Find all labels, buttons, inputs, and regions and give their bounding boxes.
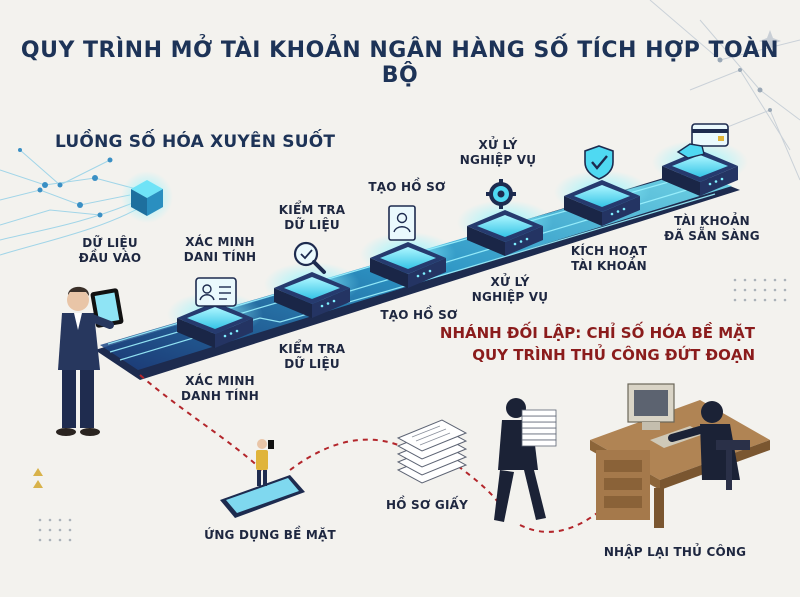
businessman-with-tablet <box>56 286 124 436</box>
star-decoration <box>759 30 781 52</box>
id-card-icon <box>195 277 237 307</box>
document-profile-icon <box>388 205 416 241</box>
process-platform <box>457 200 553 256</box>
dot-grid-decoration-left <box>38 518 72 542</box>
label-paper-records: HỒ SƠ GIẤY <box>385 498 468 512</box>
subtitle: LUỒNG SỐ HÓA XUYÊN SUỐT <box>55 132 336 152</box>
page-title: QUY TRÌNH MỞ TÀI KHOẢN NGÂN HÀNG SỐ TÍCH… <box>20 38 780 88</box>
process-platform <box>167 292 263 348</box>
label-create-bottom: TẠO HỒ SƠ <box>380 308 458 322</box>
process-platform <box>554 170 650 226</box>
paper-stack <box>396 419 468 484</box>
branch-heading: NHÁNH ĐỐI LẬP: CHỈ SỐ HÓA BỀ MẶT QUY TRÌ… <box>439 324 755 364</box>
network-nodes-left <box>18 148 113 218</box>
desk-computer-worker <box>590 383 770 528</box>
process-platform <box>264 262 360 318</box>
person-carrying-papers <box>494 398 557 522</box>
smartphone-app <box>220 439 305 518</box>
process-platform <box>652 140 748 196</box>
process-platforms <box>167 140 748 348</box>
data-cube-icon <box>121 171 173 223</box>
dot-grid-decoration-right <box>733 278 787 302</box>
label-manual-reentry: NHẬP LẠI THỦ CÔNG <box>603 545 747 559</box>
magnifier-icon <box>293 241 326 274</box>
gear-icon <box>486 179 516 209</box>
triangle-decoration <box>33 468 43 488</box>
shield-check-icon <box>584 145 614 180</box>
label-surface-app: ỨNG DỤNG BỀ MẶT <box>204 528 336 542</box>
card-hand-icon <box>676 123 729 159</box>
process-platform <box>360 232 456 288</box>
network-decoration-left <box>0 149 146 256</box>
label-create-top: TẠO HỒ SƠ <box>368 180 446 194</box>
manual-path-dashed <box>139 374 641 533</box>
